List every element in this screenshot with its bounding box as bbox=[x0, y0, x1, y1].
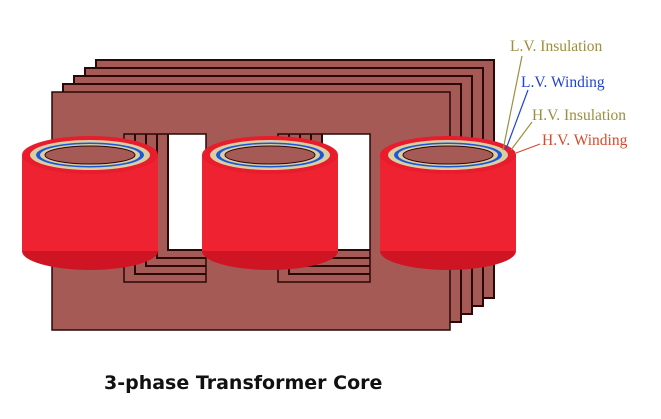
diagram-caption: 3-phase Transformer Core bbox=[104, 372, 383, 394]
leader-hv-winding bbox=[515, 143, 541, 154]
core-limb-section bbox=[224, 145, 316, 165]
leader-hv-insulation bbox=[510, 121, 533, 151]
coil-right bbox=[380, 136, 516, 270]
label-lv-winding: L.V. Winding bbox=[521, 74, 605, 91]
leader-lines bbox=[502, 55, 541, 154]
leader-lv-insulation bbox=[502, 55, 523, 151]
label-lv-insulation: L.V. Insulation bbox=[510, 38, 603, 55]
label-hv-insulation: H.V. Insulation bbox=[532, 107, 627, 124]
coil-middle bbox=[202, 136, 338, 270]
core-limb-section bbox=[44, 145, 136, 165]
leader-lv-winding bbox=[505, 89, 529, 150]
label-hv-winding: H.V. Winding bbox=[542, 132, 628, 149]
core-limb-section bbox=[402, 145, 494, 165]
coil-left bbox=[22, 136, 158, 270]
